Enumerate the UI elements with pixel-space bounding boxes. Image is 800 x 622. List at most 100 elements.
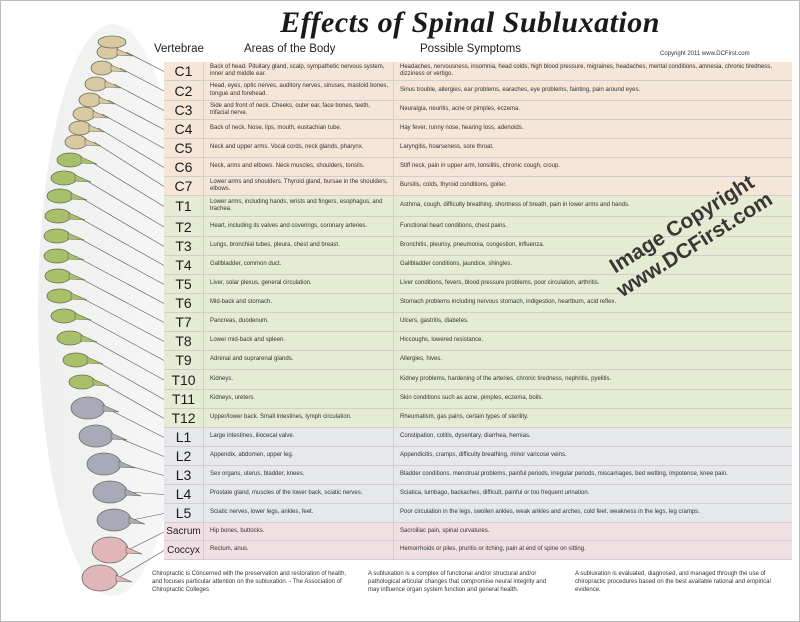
body-area-cell: Kidneys.	[204, 370, 394, 389]
page-title: Effects of Spinal Subluxation	[280, 6, 660, 39]
leader-line	[75, 215, 165, 266]
vertebra-shape	[44, 268, 86, 284]
body-area-cell: Lower arms and shoulders. Thyroid gland,…	[204, 177, 394, 195]
body-area-cell: Head, eyes, optic nerves, auditory nerve…	[204, 81, 394, 100]
leader-line	[127, 531, 165, 551]
symptoms-cell: Hemorrhoids or piles, pruritis or itchin…	[400, 546, 586, 553]
vertebra-label: Coccyx	[164, 541, 204, 559]
leader-line	[93, 141, 165, 187]
vertebra-shape	[78, 424, 128, 448]
atlas-shape	[97, 35, 127, 49]
body-area-cell: Liver, solar plexus, general circulation…	[204, 275, 394, 293]
body-area-cell: Large intestines, iliocecal valve.	[204, 428, 394, 446]
vertebra-label: T11	[164, 390, 204, 408]
vertebra-shape	[50, 170, 92, 186]
leader-line	[74, 235, 165, 285]
symptoms-cell: Ulcers, gastritis, diabetes.	[400, 318, 469, 325]
leader-line	[99, 381, 165, 419]
symptoms-cell: Skin conditions such as acne, pimples, e…	[400, 395, 544, 402]
symptoms-cell: Poor circulation in the legs, swollen an…	[400, 509, 700, 516]
vertebra-shape	[44, 208, 86, 224]
footer-note-right: A subluxation is evaluated, diagnosed, a…	[575, 571, 771, 593]
vertebra-label: C6	[164, 158, 204, 176]
vertebra-label: C5	[164, 139, 204, 157]
leader-line	[125, 51, 165, 72]
vertebra-label: C1	[164, 62, 204, 80]
symptoms-cell: Gallbladder conditions, jaundice, shingl…	[400, 261, 513, 268]
vertebra-label: T5	[164, 275, 204, 293]
vertebra-shape	[64, 134, 102, 150]
leader-line	[77, 195, 165, 247]
body-area-cell: Lungs, bronchial tubes, pleura, chest an…	[204, 237, 394, 255]
leader-line	[77, 295, 165, 342]
leader-line	[87, 337, 165, 381]
body-area-cell: Upper/lower back. Small intestines, lymp…	[204, 409, 394, 427]
leader-line	[101, 113, 165, 149]
leader-line	[105, 407, 165, 438]
vertebra-shape	[72, 106, 110, 122]
body-area-cell: Neck and upper arms. Vocal cords, neck g…	[204, 139, 394, 157]
vertebra-shape	[90, 60, 128, 76]
vertebra-shape	[86, 452, 136, 476]
symptoms-cell: Laryngitis, hoarseness, sore throat.	[400, 144, 494, 151]
vertebra-shape	[62, 352, 104, 368]
symptoms-cell: Constipation, colitis, dysentary, diarrh…	[400, 433, 531, 440]
vertebra-shape	[68, 120, 106, 136]
vertebra-label: C3	[164, 101, 204, 119]
vertebra-label: L3	[164, 466, 204, 484]
vertebra-shape	[78, 92, 116, 108]
body-area-cell: Mid-back and stomach.	[204, 294, 394, 312]
vertebra-label: L1	[164, 428, 204, 446]
symptoms-cell: Functional heart conditions, chest pains…	[400, 222, 508, 229]
vertebra-label: C2	[164, 81, 204, 100]
vertebra-label: C4	[164, 120, 204, 138]
leader-line	[81, 315, 165, 361]
symptoms-cell: Neuralgia, neuritis, acne or pimples, ec…	[400, 106, 521, 113]
vertebra-shape	[56, 330, 98, 346]
body-area-cell: Appendix, abdomen, upper leg.	[204, 447, 394, 465]
symptoms-cell: Appendicitis, cramps, difficulty breathi…	[400, 452, 567, 459]
vertebra-label: T8	[164, 332, 204, 350]
leader-line	[81, 177, 165, 228]
header-symptoms: Possible Symptoms	[420, 43, 521, 55]
body-area-cell: Lower arms, including hands, wrists and …	[204, 196, 394, 216]
symptoms-cell: Sciatica, lumbago, backaches, difficult,…	[400, 490, 590, 497]
symptoms-cell: Bursitis, colds, thyroid conditions, goi…	[400, 182, 507, 189]
leader-line	[87, 159, 165, 207]
vertebra-shape	[56, 152, 98, 168]
body-area-cell: Heart, including its valves and covering…	[204, 217, 394, 236]
vertebra-label: T2	[164, 217, 204, 236]
leader-line	[97, 127, 165, 168]
leader-line	[93, 359, 165, 400]
body-area-cell: Prostate gland, muscles of the lower bac…	[204, 485, 394, 503]
body-area-cell: Lower mid-back and spleen.	[204, 332, 394, 350]
body-area-cell: Back of neck. Nose, lips, mouth, eustach…	[204, 120, 394, 138]
vertebra-shape	[92, 480, 142, 504]
vertebra-label: T10	[164, 370, 204, 389]
vertebra-shape	[68, 374, 110, 390]
vertebra-label: T1	[164, 196, 204, 216]
vertebra-shape	[46, 288, 88, 304]
vertebra-label: T9	[164, 351, 204, 369]
leader-line	[117, 550, 165, 579]
vertebra-shape	[46, 188, 88, 204]
symptoms-cell: Stomach problems including nervous stoma…	[400, 299, 617, 306]
footer-note-left: Chiropractic is Concerned with the prese…	[152, 571, 347, 593]
